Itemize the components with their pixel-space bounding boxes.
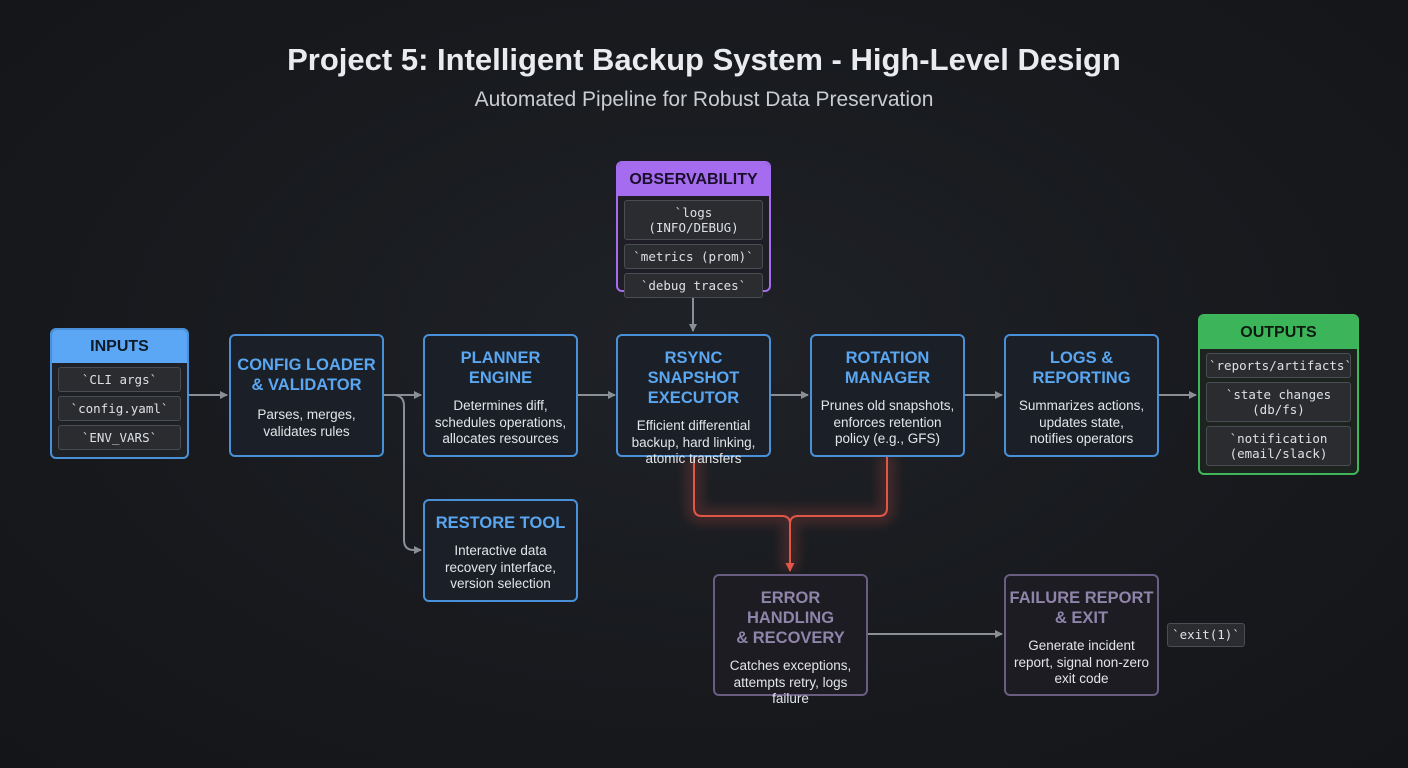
planner-engine-title: PLANNER ENGINE xyxy=(460,349,541,387)
planner-engine-node: PLANNER ENGINE Determines diff, schedule… xyxy=(423,334,578,457)
arrow-rotation-to-error xyxy=(789,456,888,525)
failure-report-title: FAILURE REPORT & EXIT xyxy=(1009,589,1154,627)
output-item: `reports/artifacts` xyxy=(1206,353,1352,378)
error-handling-title: ERROR HANDLING & RECOVERY xyxy=(736,589,845,647)
failure-report-desc: Generate incident report, signal non-zer… xyxy=(1013,638,1150,686)
error-handling-desc: Catches exceptions, attempts retry, logs… xyxy=(729,658,852,706)
page-title: Project 5: Intelligent Backup System - H… xyxy=(287,42,1121,77)
input-item: `ENV_VARS` xyxy=(58,425,181,450)
logs-reporting-node: LOGS & REPORTING Summarizes actions, upd… xyxy=(1004,334,1159,457)
rsync-executor-node: RSYNC SNAPSHOT EXECUTOR Efficient differ… xyxy=(616,334,771,466)
inputs-header: INPUTS xyxy=(52,330,187,363)
rotation-manager-title: ROTATION MANAGER xyxy=(844,349,931,387)
page-subtitle: Automated Pipeline for Robust Data Prese… xyxy=(474,88,934,111)
logs-reporting-title: LOGS & REPORTING xyxy=(1032,349,1131,387)
output-item: `notification (email/slack) xyxy=(1206,426,1351,466)
arrow-config-to-restore xyxy=(392,394,422,554)
output-item: `state changes (db/fs) xyxy=(1206,382,1351,422)
rsync-executor-title: RSYNC SNAPSHOT EXECUTOR xyxy=(647,349,740,407)
observability-item: `logs (INFO/DEBUG) xyxy=(624,200,763,240)
input-item: `CLI args` xyxy=(58,367,181,392)
outputs-panel: OUTPUTS `reports/artifacts` `state chang… xyxy=(1198,314,1359,475)
restore-tool-node: RESTORE TOOL Interactive data recovery i… xyxy=(423,499,578,602)
config-loader-node: CONFIG LOADER & VALIDATOR Parses, merges… xyxy=(229,334,384,457)
restore-tool-desc: Interactive data recovery interface, ver… xyxy=(444,543,557,591)
planner-engine-desc: Determines diff, schedules operations, a… xyxy=(434,398,567,446)
error-handling-node: ERROR HANDLING & RECOVERY Catches except… xyxy=(713,574,868,706)
rsync-executor-desc: Efficient differential backup, hard link… xyxy=(631,418,756,466)
failure-report-node: FAILURE REPORT & EXIT Generate incident … xyxy=(1004,574,1159,696)
observability-item: `metrics (prom)` xyxy=(624,244,763,269)
inputs-panel: INPUTS `CLI args` `config.yaml` `ENV_VAR… xyxy=(50,328,189,459)
config-loader-title: CONFIG LOADER & VALIDATOR xyxy=(237,356,376,394)
config-loader-desc: Parses, merges, validates rules xyxy=(257,407,356,439)
observability-item: `debug traces` xyxy=(624,273,763,298)
observability-header: OBSERVABILITY xyxy=(618,163,769,196)
restore-tool-title: RESTORE TOOL xyxy=(435,514,566,532)
logs-reporting-desc: Summarizes actions, updates state, notif… xyxy=(1018,398,1145,446)
observability-panel: OBSERVABILITY `logs (INFO/DEBUG) `metric… xyxy=(616,161,771,298)
outputs-header: OUTPUTS xyxy=(1200,316,1357,349)
exit-code-chip: `exit(1)` xyxy=(1167,623,1245,647)
rotation-manager-desc: Prunes old snapshots, enforces retention… xyxy=(820,398,955,446)
input-item: `config.yaml` xyxy=(58,396,181,421)
rotation-manager-node: ROTATION MANAGER Prunes old snapshots, e… xyxy=(810,334,965,457)
